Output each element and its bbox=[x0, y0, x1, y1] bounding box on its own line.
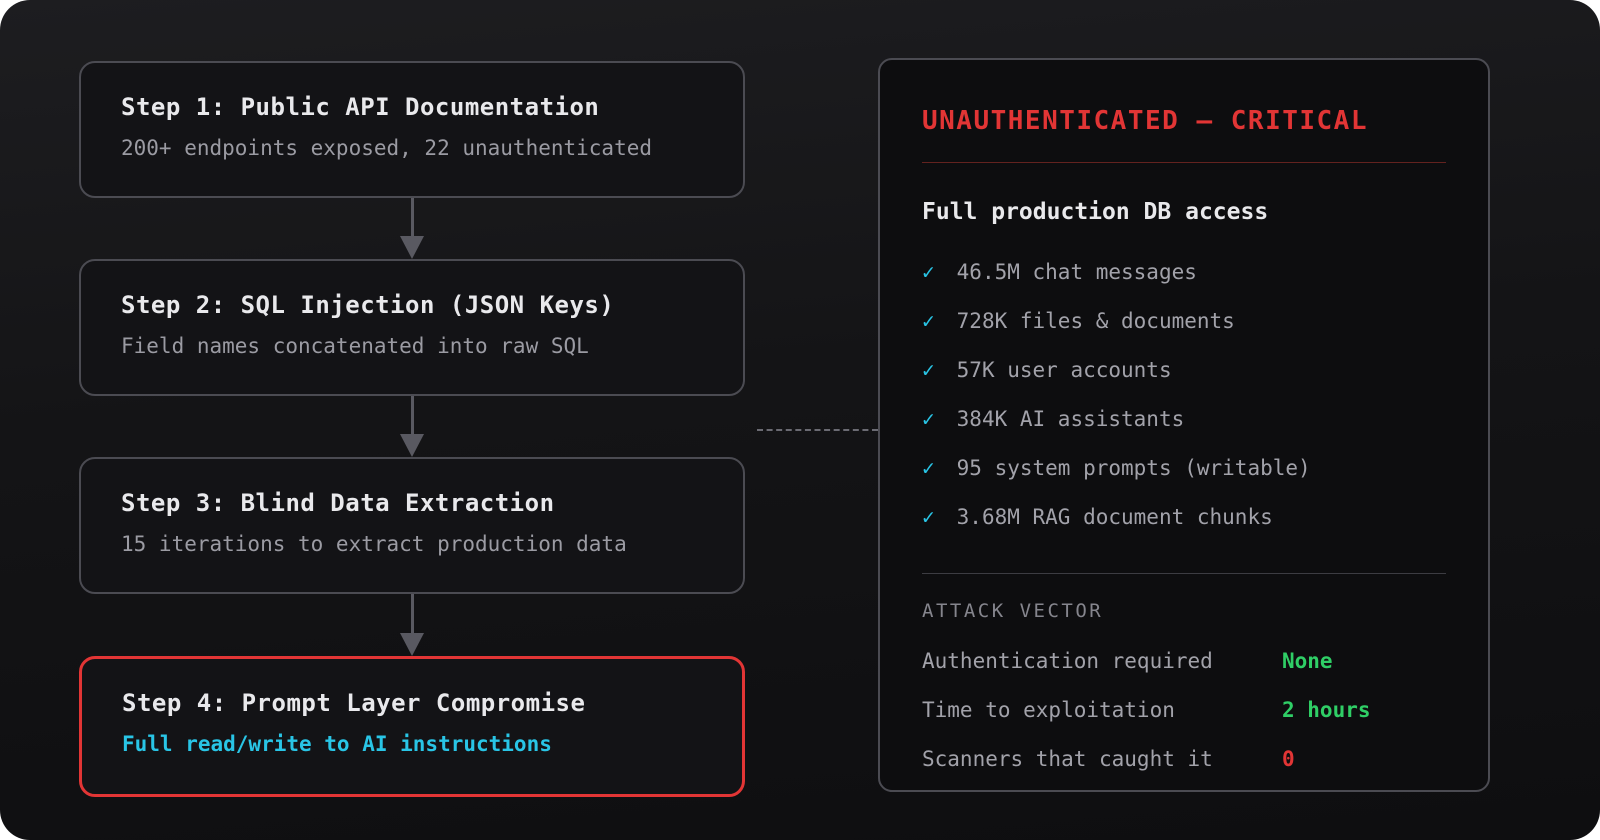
arrow-head-icon bbox=[400, 236, 424, 259]
detail-panel: UNAUTHENTICATED — CRITICAL Full producti… bbox=[878, 58, 1490, 792]
list-item-label: 728K files & documents bbox=[956, 308, 1235, 333]
list-item: ✓ 95 system prompts (writable) bbox=[922, 443, 1446, 492]
list-item: ✓ 46.5M chat messages bbox=[922, 247, 1446, 296]
arrow-line bbox=[410, 594, 414, 633]
list-item: ✓ 728K files & documents bbox=[922, 296, 1446, 345]
flow-arrow-3 bbox=[399, 594, 425, 656]
flow-step-2: Step 2: SQL Injection (JSON Keys) Field … bbox=[79, 259, 745, 396]
arrow-line bbox=[410, 396, 414, 434]
check-icon: ✓ bbox=[922, 357, 935, 382]
check-icon: ✓ bbox=[922, 504, 935, 529]
check-icon: ✓ bbox=[922, 259, 935, 284]
flow-step-4: Step 4: Prompt Layer Compromise Full rea… bbox=[79, 656, 745, 797]
panel-subtitle: Full production DB access bbox=[922, 199, 1269, 225]
row-label: Time to exploitation bbox=[922, 697, 1175, 722]
list-item-label: 384K AI assistants bbox=[956, 406, 1185, 431]
check-icon: ✓ bbox=[922, 455, 935, 480]
list-item: ✓ 57K user accounts bbox=[922, 345, 1446, 394]
check-icon: ✓ bbox=[922, 406, 935, 431]
table-row: Scanners that caught it 0 bbox=[922, 734, 1446, 783]
list-item-label: 3.68M RAG document chunks bbox=[956, 504, 1273, 529]
step-4-title: Step 4: Prompt Layer Compromise bbox=[122, 689, 586, 717]
section-divider bbox=[922, 573, 1446, 574]
step-3-title: Step 3: Blind Data Extraction bbox=[121, 489, 555, 517]
step-3-subtitle: 15 iterations to extract production data bbox=[121, 532, 627, 556]
dashed-connector bbox=[757, 429, 878, 431]
step-2-subtitle: Field names concatenated into raw SQL bbox=[121, 334, 589, 358]
attack-vector-table: Authentication required None Time to exp… bbox=[922, 636, 1446, 783]
row-label: Scanners that caught it bbox=[922, 746, 1213, 771]
flow-step-3: Step 3: Blind Data Extraction 15 iterati… bbox=[79, 457, 745, 594]
flow-arrow-1 bbox=[399, 198, 425, 259]
arrow-head-icon bbox=[400, 434, 424, 457]
row-label: Authentication required bbox=[922, 648, 1213, 673]
severity-header: UNAUTHENTICATED — CRITICAL bbox=[922, 106, 1368, 136]
step-1-title: Step 1: Public API Documentation bbox=[121, 93, 600, 121]
table-row: Time to exploitation 2 hours bbox=[922, 685, 1446, 734]
list-item: ✓ 3.68M RAG document chunks bbox=[922, 492, 1446, 541]
list-item: ✓ 384K AI assistants bbox=[922, 394, 1446, 443]
flow-arrow-2 bbox=[399, 396, 425, 457]
list-item-label: 95 system prompts (writable) bbox=[956, 455, 1311, 480]
step-2-title: Step 2: SQL Injection (JSON Keys) bbox=[121, 291, 615, 319]
row-value: 2 hours bbox=[1282, 697, 1371, 722]
list-item-label: 57K user accounts bbox=[956, 357, 1172, 382]
row-value: None bbox=[1282, 648, 1333, 673]
arrow-line bbox=[410, 198, 414, 236]
arrow-head-icon bbox=[400, 633, 424, 656]
table-row: Authentication required None bbox=[922, 636, 1446, 685]
attack-vector-heading: ATTACK VECTOR bbox=[922, 600, 1104, 622]
step-1-subtitle: 200+ endpoints exposed, 22 unauthenticat… bbox=[121, 136, 653, 160]
row-value: 0 bbox=[1282, 746, 1295, 771]
header-divider bbox=[922, 162, 1446, 163]
list-item-label: 46.5M chat messages bbox=[956, 259, 1197, 284]
check-icon: ✓ bbox=[922, 308, 935, 333]
flow-step-1: Step 1: Public API Documentation 200+ en… bbox=[79, 61, 745, 198]
step-4-subtitle: Full read/write to AI instructions bbox=[122, 732, 552, 756]
access-list: ✓ 46.5M chat messages ✓ 728K files & doc… bbox=[922, 247, 1446, 541]
